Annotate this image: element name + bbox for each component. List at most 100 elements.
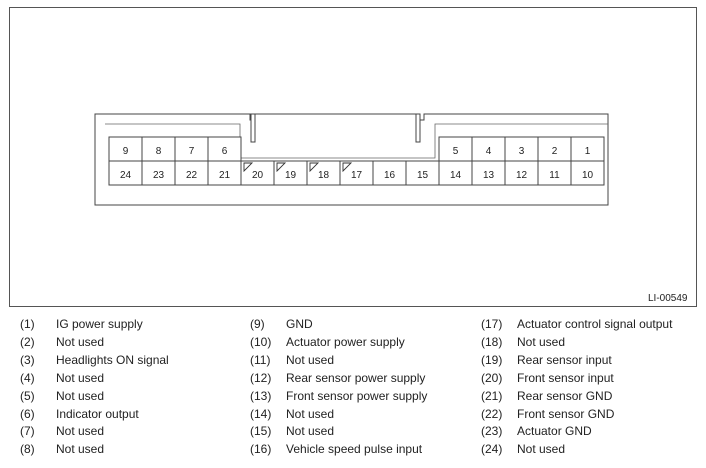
- pin-function: Front sensor input: [517, 370, 614, 385]
- pin-cell-box: [108, 160, 143, 186]
- pin-function: IG power supply: [56, 317, 143, 331]
- pin-function: Rear sensor input: [517, 352, 612, 367]
- pin-number: (14): [250, 406, 272, 421]
- pin-cell: 2: [537, 136, 572, 162]
- pin-cell-box: [174, 160, 209, 186]
- pin-number: (22): [481, 406, 503, 421]
- connector-recess: [105, 123, 608, 159]
- pin-number-label: 15: [417, 170, 429, 181]
- pin-cell: 12: [504, 160, 539, 186]
- pin-cell: 10: [570, 160, 605, 186]
- legend-item: (7)Not used: [20, 423, 169, 441]
- pin-number: (20): [481, 370, 503, 385]
- pin-number-label: 4: [486, 146, 492, 157]
- pin-number: (4): [20, 370, 35, 385]
- pin-cell: 1: [570, 136, 605, 162]
- pin-function: Rear sensor power supply: [286, 370, 426, 385]
- pin-cell-box: [537, 160, 572, 186]
- pin-number: (9): [250, 317, 265, 331]
- pin-cell-box: [372, 160, 407, 186]
- pin-cell-box: [207, 136, 242, 162]
- pin-number: (7): [20, 424, 35, 439]
- pin-number: (21): [481, 388, 503, 403]
- pin-marker-icon: [309, 162, 320, 173]
- pin-cell-box: [471, 136, 506, 162]
- pin-cell: 16: [372, 160, 407, 186]
- legend-item: (21)Rear sensor GND: [481, 388, 672, 406]
- pin-cell: 14: [438, 160, 473, 186]
- legend-item: (6)Indicator output: [20, 406, 169, 424]
- pin-marker-icon: [243, 162, 254, 173]
- pin-cell-box: [141, 160, 176, 186]
- legend-item: (5)Not used: [20, 388, 169, 406]
- pin-number-label: 18: [318, 170, 330, 181]
- legend-item: (8)Not used: [20, 441, 169, 459]
- pin-number: (2): [20, 334, 35, 349]
- pin-number-label: 9: [123, 146, 129, 157]
- legend-item: (16) Vehicle speed pulse input: [250, 441, 427, 459]
- pin-number: (17): [481, 317, 503, 331]
- legend-item: (10)Actuator power supply: [250, 334, 427, 352]
- pin-number-label: 16: [384, 170, 396, 181]
- pin-number: (18): [481, 334, 503, 349]
- pin-cell: 18: [306, 160, 341, 186]
- pin-cell: 6: [207, 136, 242, 162]
- pin-cell: 13: [471, 160, 506, 186]
- pin-number-label: 20: [252, 170, 264, 181]
- pin-cell: 11: [537, 160, 572, 186]
- pin-number-label: 22: [186, 170, 198, 181]
- legend-item: (23)Actuator GND: [481, 423, 672, 441]
- pin-number-label: 23: [153, 170, 165, 181]
- legend-column-1: (1) IG power supply (2) Not used (3)Headli…: [20, 316, 169, 459]
- legend-item: (24) Not used: [481, 441, 672, 459]
- pin-number: (15): [250, 424, 272, 439]
- legend-item: (15)Not used: [250, 423, 427, 441]
- pin-function: Front sensor GND: [517, 406, 615, 421]
- pin-function: Vehicle speed pulse input: [286, 442, 423, 457]
- legend-item: (4) Not used: [20, 370, 169, 388]
- pin-cell: 4: [471, 136, 506, 162]
- pin-number-label: 21: [219, 170, 231, 181]
- pin-function: Not used: [286, 352, 335, 367]
- pin-number-label: 19: [285, 170, 297, 181]
- pin-number: (10): [250, 334, 272, 349]
- legend-item: (22) Front sensor GND: [481, 406, 672, 424]
- pin-number-label: 3: [519, 146, 525, 157]
- legend-item: (13)Front sensor power supply: [250, 388, 427, 406]
- lock-tab-left: [250, 113, 256, 143]
- pin-number-label: 14: [450, 170, 462, 181]
- pin-function: Not used: [517, 442, 566, 457]
- legend-item: (2) Not used: [20, 334, 169, 352]
- pin-cell: 3: [504, 136, 539, 162]
- legend-item: (3)Headlights ON signal: [20, 352, 169, 370]
- pin-cell: 23: [141, 160, 176, 186]
- pin-number: (1): [20, 317, 35, 331]
- pin-function: Not used: [56, 334, 105, 349]
- pin-number: (13): [250, 388, 272, 403]
- legend-item: (20) Front sensor input: [481, 370, 672, 388]
- pin-function: Not used: [56, 388, 105, 403]
- pin-number: (8): [20, 442, 35, 457]
- pin-number: (24): [481, 442, 503, 457]
- pin-number-label: 5: [453, 146, 459, 157]
- pin-cell: 5: [438, 136, 473, 162]
- pin-number: (19): [481, 352, 503, 367]
- pin-function: Not used: [56, 370, 105, 385]
- legend-item: (12)Rear sensor power supply: [250, 370, 427, 388]
- legend-column-2: (9) GND (10)Actuator power supply (11)Not…: [250, 316, 427, 459]
- pin-number: (3): [20, 352, 35, 367]
- pin-number-label: 17: [351, 170, 363, 181]
- pin-number-label: 13: [483, 170, 495, 181]
- pin-cell: 9: [108, 136, 143, 162]
- legend-item: (11)Not used: [250, 352, 427, 370]
- pin-cell: 21: [207, 160, 242, 186]
- pin-number-label: 7: [189, 146, 195, 157]
- pin-number: (16): [250, 442, 272, 457]
- pin-function: Not used: [517, 334, 566, 349]
- pin-cell: 8: [141, 136, 176, 162]
- pin-function: GND: [286, 317, 313, 331]
- figure-code: LI-00549: [648, 293, 688, 304]
- pin-number-label: 1: [585, 146, 591, 157]
- pin-number-label: 2: [552, 146, 558, 157]
